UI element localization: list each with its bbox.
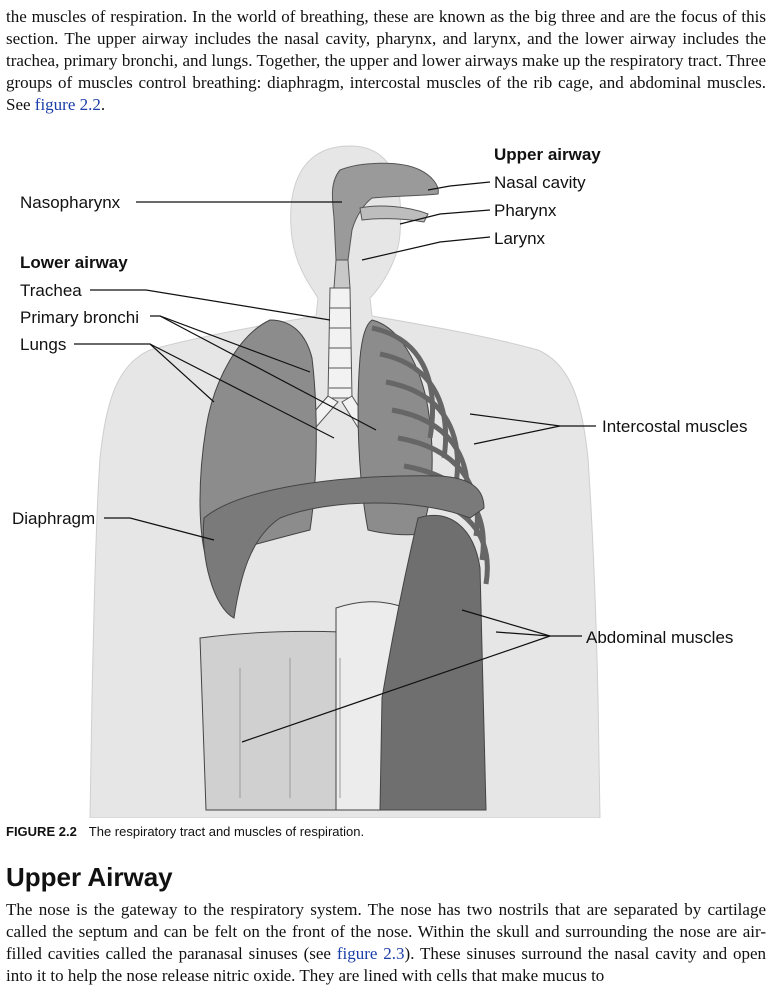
leader-lines — [74, 181, 596, 743]
diaphragm-illustration — [202, 475, 485, 619]
section-text-end: ). These sinuses surround the nasal cavi… — [6, 944, 766, 985]
intro-text: the muscles of respiration. In the world… — [6, 7, 766, 114]
label-primary-bronchi: Primary bronchi — [20, 308, 139, 327]
label-lower-airway: Lower airway — [20, 253, 128, 272]
abdominal-muscles-illustration — [199, 514, 487, 811]
section-text: The nose is the gateway to the respirato… — [6, 900, 766, 963]
label-trachea: Trachea — [20, 281, 82, 300]
label-abdominal-muscles: Abdominal muscles — [586, 628, 733, 647]
respiratory-illustration: Upper airway Nasal cavity Pharynx Larynx… — [12, 145, 748, 818]
figure-2-3-link[interactable]: figure 2.3 — [336, 944, 405, 963]
figure-2-2-link[interactable]: figure 2.2 — [34, 95, 101, 114]
intro-paragraph: the muscles of respiration. In the world… — [6, 6, 766, 116]
label-diaphragm: Diaphragm — [12, 509, 95, 528]
figure-caption: FIGURE 2.2 The respiratory tract and musc… — [6, 824, 766, 839]
caption-text: The respiratory tract and muscles of res… — [88, 824, 365, 839]
label-pharynx: Pharynx — [494, 201, 557, 220]
label-nasal-cavity: Nasal cavity — [494, 173, 586, 192]
label-larynx: Larynx — [494, 229, 546, 248]
respiratory-figure: Upper airway Nasal cavity Pharynx Larynx… — [0, 138, 772, 818]
intro-text-end: . — [100, 95, 106, 114]
section-paragraph: The nose is the gateway to the respirato… — [6, 899, 766, 987]
caption-number: FIGURE 2.2 — [6, 824, 77, 839]
section-heading: Upper Airway — [6, 862, 173, 892]
label-intercostal-muscles: Intercostal muscles — [602, 417, 748, 436]
label-lungs: Lungs — [20, 335, 66, 354]
label-nasopharynx: Nasopharynx — [20, 193, 121, 212]
label-upper-airway: Upper airway — [494, 145, 601, 164]
